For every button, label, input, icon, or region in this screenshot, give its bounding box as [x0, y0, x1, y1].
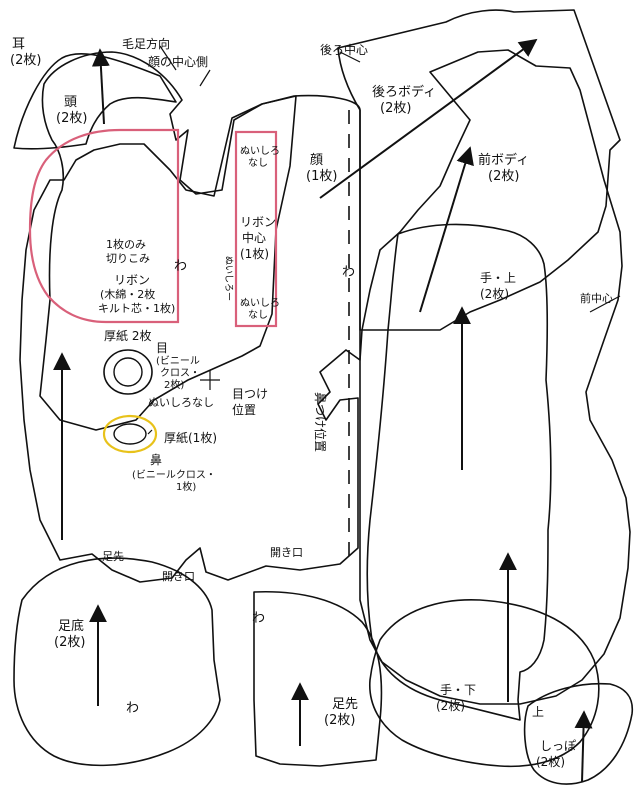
- hand-upper-count: (2枚): [480, 286, 509, 301]
- eye-title: 目: [156, 341, 168, 355]
- sole-piece-outline: [13, 557, 221, 767]
- front-body-label: 前ボディ (2枚): [478, 152, 529, 184]
- leader-line: [147, 429, 153, 435]
- cut-notch: 切りこみ: [106, 252, 150, 265]
- toe-count: (2枚): [324, 713, 355, 728]
- hand-lower-title: 手・下: [440, 683, 476, 697]
- front-center-label: 前中心: [580, 291, 613, 305]
- ribbon-center-title: リボン: [240, 215, 276, 229]
- front-body-title: 前ボディ: [478, 152, 529, 168]
- ribbon-cotton: (木綿・2枚: [100, 287, 155, 301]
- nose-title: 鼻: [150, 452, 162, 467]
- hand-lower-label: 手・下 (2枚): [436, 683, 476, 713]
- grain-arrow-front-body: [419, 146, 474, 313]
- face-center-side-label: 顔の中心側: [148, 54, 208, 69]
- hand-lower-piece-outline: [369, 599, 600, 768]
- nose-outline-yellow: [102, 414, 158, 454]
- back-body-title: 後ろボディ: [372, 84, 436, 100]
- tail-label: 上 しっぽ (2枚): [532, 705, 576, 769]
- nose-position-label: 鼻つけ位置: [313, 392, 328, 452]
- grain-arrow-back-body: [319, 38, 538, 199]
- hand-lower-count: (2枚): [436, 698, 465, 713]
- fold-mark-ribbon: わ: [174, 259, 187, 274]
- tail-count: (2枚): [536, 754, 565, 769]
- leader-line: [199, 69, 211, 87]
- eye-position2: 位置: [232, 402, 256, 417]
- ribbon-title: リボン: [114, 273, 150, 287]
- toe-tip-label-top: 足先: [102, 550, 124, 563]
- eye-outline-outer: [103, 349, 153, 395]
- eye-outline-inner: [113, 357, 143, 387]
- ear-count: (2枚): [10, 53, 41, 68]
- head-count: (2枚): [56, 111, 87, 126]
- no-seam-top: ぬいしろ: [240, 145, 280, 157]
- ribbon-center-labels: ぬいしろ なし リボン 中心 (1枚) ぬいしろ なし: [240, 145, 280, 321]
- head-title: 頭: [64, 95, 77, 110]
- one-piece-only: 1枚のみ: [106, 237, 146, 251]
- toe-piece-outline: [253, 590, 383, 767]
- ear-piece-outline: [13, 53, 177, 150]
- thick-paper-2: 厚紙 2枚: [104, 328, 151, 343]
- toe-title: 足先: [332, 697, 358, 712]
- face-count: (1枚): [306, 169, 337, 184]
- nose-labels: 厚紙(1枚) 鼻 (ビニールクロス・ 1枚): [132, 430, 217, 493]
- sole-title: 足底: [58, 618, 84, 634]
- hand-upper-piece-outline: [366, 223, 552, 721]
- face-title: 顔: [310, 153, 323, 168]
- opening-label-left: 開き口: [162, 570, 195, 583]
- sole-count: (2枚): [54, 635, 85, 650]
- front-body-piece-outline: [359, 49, 631, 705]
- nose-count: 1枚): [176, 480, 196, 493]
- tail-top: 上: [532, 705, 544, 719]
- hand-upper-title: 手・上: [480, 271, 516, 285]
- tail-piece-outline: [523, 682, 634, 785]
- grain-arrow-head: [91, 48, 110, 125]
- back-body-piece-outline: [337, 9, 621, 331]
- eye-vinyl: (ビニール: [156, 355, 200, 367]
- face-label: 顔 (1枚): [306, 153, 337, 184]
- sole-label: 足底 (2枚): [54, 618, 85, 650]
- nose-outline-inner: [113, 423, 147, 445]
- ribbon-center-count: (1枚): [240, 246, 269, 261]
- eye-count: 2枚): [164, 378, 184, 391]
- opening-label-right: 開き口: [270, 546, 303, 559]
- no-seam-label: ぬいしろなし: [148, 396, 214, 409]
- leader-line: [339, 51, 361, 63]
- back-body-count: (2枚): [380, 101, 411, 116]
- ribbon-outline: [28, 128, 180, 324]
- toe-label: 足先 (2枚): [324, 697, 358, 728]
- ear-label: 耳 (2枚): [10, 37, 41, 68]
- fold-mark-face: わ: [342, 265, 355, 280]
- back-center-label: 後ろ中心: [320, 42, 368, 57]
- eye-cloth: クロス・: [160, 367, 200, 379]
- no-seam-bottom2: なし: [248, 309, 268, 321]
- back-body-label: 後ろボディ (2枚): [372, 84, 436, 116]
- ribbon-labels: 1枚のみ 切りこみ リボン (木綿・2枚 キルト芯・1枚): [98, 237, 175, 315]
- thick-paper-1: 厚紙(1枚): [164, 430, 217, 445]
- ribbon-center-title2: 中心: [242, 230, 266, 245]
- hand-upper-label: 手・上 (2枚): [480, 271, 516, 301]
- eye-position: 目つけ: [232, 387, 268, 401]
- head-piece-outline: [39, 51, 297, 431]
- ribbon-quilt: キルト芯・1枚): [98, 301, 175, 315]
- front-body-count: (2枚): [488, 169, 519, 184]
- ribbon-center-outline: [234, 130, 278, 328]
- fold-mark-sole: わ: [126, 701, 139, 716]
- grain-arrow-tail: [574, 710, 593, 783]
- leader-line: [159, 45, 177, 71]
- no-seam-top2: なし: [248, 157, 268, 169]
- seam-vertical-label: ぬいしろー: [223, 256, 234, 301]
- head-label: 頭 (2枚): [56, 95, 87, 126]
- eye-labels: 厚紙 2枚 目 (ビニール クロス・ 2枚) ぬいしろなし 目つけ 位置: [104, 328, 268, 417]
- nose-vinyl: (ビニールクロス・: [132, 469, 216, 481]
- eye-position-mark: [200, 370, 220, 390]
- fold-mark-toe: わ: [252, 611, 265, 626]
- ear-title: 耳: [12, 37, 25, 52]
- fur-direction-label: 毛足方向: [122, 36, 170, 51]
- no-seam-bottom: ぬいしろ: [240, 297, 280, 309]
- tail-title: しっぽ: [540, 739, 576, 753]
- leader-line: [589, 295, 621, 313]
